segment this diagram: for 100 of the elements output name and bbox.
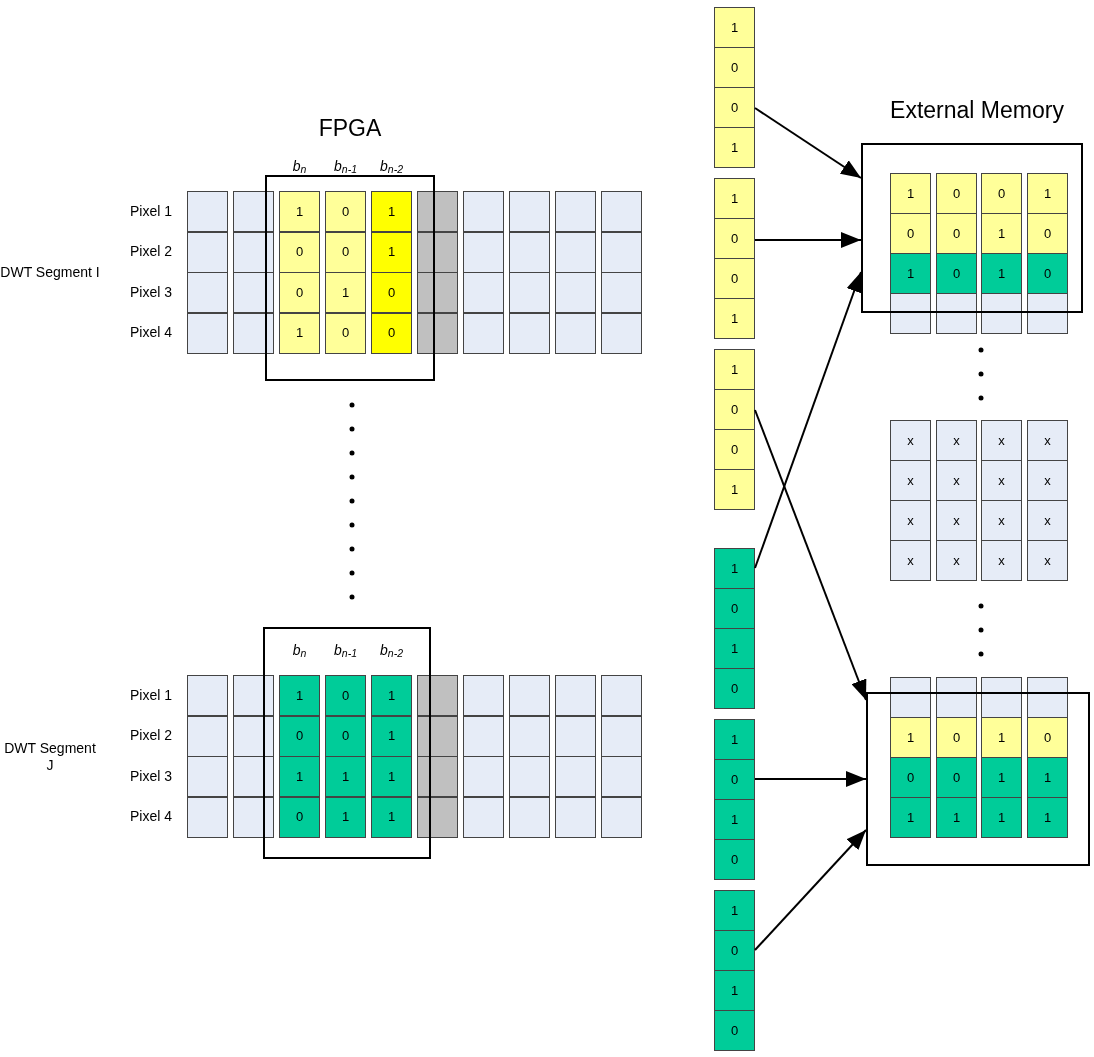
bit-cell: x bbox=[936, 540, 977, 581]
arrow bbox=[754, 107, 862, 179]
bit-cell: x bbox=[981, 540, 1022, 581]
bit-cell: 0 bbox=[279, 272, 320, 313]
bit-position-label: b$_{n}$ bbox=[291, 156, 308, 177]
bit-cell: 1 bbox=[890, 797, 931, 838]
bit-cell: 1 bbox=[981, 213, 1022, 254]
bit-cell: 0 bbox=[325, 715, 366, 757]
bit-cell: x bbox=[981, 460, 1022, 501]
bit-cell: 0 bbox=[371, 312, 412, 354]
bit-cell: 1 bbox=[1027, 797, 1068, 838]
bit-cell: 0 bbox=[715, 839, 754, 879]
bit-cell-text: 1 bbox=[729, 18, 740, 37]
bit-cell: 0 bbox=[981, 173, 1022, 214]
bit-cell: 1 bbox=[890, 253, 931, 294]
bit-cell: 1 bbox=[371, 715, 412, 757]
bit-cell: 1 bbox=[890, 173, 931, 214]
bit-position-label: b$_{n}$ bbox=[291, 640, 308, 661]
bit-cell-text: 1 bbox=[729, 559, 740, 578]
bit-cell: 1 bbox=[371, 756, 412, 797]
segment-label: DWT Segment I bbox=[0, 263, 100, 283]
memory-frame bbox=[866, 692, 1090, 866]
bit-cell-text: 1 bbox=[729, 901, 740, 920]
bit-cell: 0 bbox=[715, 429, 754, 469]
pixel-label: Pixel 4 bbox=[128, 807, 173, 826]
bit-cell: 1 bbox=[936, 797, 977, 838]
bit-cell: 0 bbox=[325, 312, 366, 354]
arrow bbox=[754, 771, 867, 787]
bit-stack bbox=[714, 719, 755, 880]
arrow bbox=[754, 271, 862, 569]
bit-position-label: b$_{n-2}$ bbox=[379, 640, 404, 661]
bit-cell: 1 bbox=[1027, 173, 1068, 214]
bit-cell: 0 bbox=[1027, 253, 1068, 294]
bit-cell: 1 bbox=[715, 298, 754, 338]
pixel-label: Pixel 2 bbox=[128, 242, 173, 261]
bit-cell: 0 bbox=[715, 588, 754, 628]
bit-cell: x bbox=[890, 540, 931, 581]
bit-cell: x bbox=[890, 500, 931, 541]
bit-stack bbox=[714, 548, 755, 709]
bit-cell: 0 bbox=[715, 87, 754, 127]
bit-cell: x bbox=[890, 460, 931, 501]
bit-position-label: b$_{n-2}$ bbox=[379, 156, 404, 177]
bit-cell: 0 bbox=[890, 213, 931, 254]
bit-cell: 1 bbox=[279, 191, 320, 232]
memory-frame bbox=[861, 143, 1083, 313]
bit-cell: x bbox=[1027, 420, 1068, 461]
bit-cell: 0 bbox=[715, 759, 754, 799]
bit-cell: 1 bbox=[371, 796, 412, 838]
bit-cell: 0 bbox=[715, 258, 754, 298]
bit-cell: 0 bbox=[936, 213, 977, 254]
arrow bbox=[754, 829, 867, 951]
bit-cell: 1 bbox=[715, 970, 754, 1010]
bit-cell: x bbox=[936, 500, 977, 541]
bit-cell: x bbox=[890, 420, 931, 461]
bit-cell: 1 bbox=[279, 756, 320, 797]
bit-cell: 1 bbox=[325, 272, 366, 313]
pixel-label: Pixel 1 bbox=[128, 201, 173, 221]
bit-cell: 1 bbox=[715, 469, 754, 509]
bit-cell: 0 bbox=[325, 231, 366, 273]
bit-cell: 0 bbox=[890, 757, 931, 798]
bit-cell: 0 bbox=[936, 253, 977, 294]
bit-stack bbox=[714, 890, 755, 1051]
bit-cell: 0 bbox=[715, 1010, 754, 1050]
bit-cell: 0 bbox=[279, 231, 320, 273]
bit-cell: 0 bbox=[936, 717, 977, 758]
bit-cell: x bbox=[981, 420, 1022, 461]
pixel-label: Pixel 3 bbox=[128, 282, 173, 302]
bit-cell: 0 bbox=[371, 272, 412, 313]
bit-cell: 1 bbox=[981, 717, 1022, 758]
bit-cell: 1 bbox=[981, 253, 1022, 294]
bit-cell: 0 bbox=[325, 675, 366, 716]
bit-cell: 1 bbox=[1027, 757, 1068, 798]
bit-cell: 0 bbox=[715, 218, 754, 258]
bit-cell: 1 bbox=[890, 717, 931, 758]
heading: FPGA bbox=[317, 113, 383, 143]
bit-cell: 1 bbox=[715, 127, 754, 167]
segment-label: DWT Segment J bbox=[3, 738, 97, 775]
bit-cell: x bbox=[936, 460, 977, 501]
bit-cell: 1 bbox=[279, 312, 320, 354]
bit-cell: 0 bbox=[325, 191, 366, 232]
bit-cell: 1 bbox=[279, 675, 320, 716]
bit-cell: 1 bbox=[325, 756, 366, 797]
bit-position-label: b$_{n-1}$ bbox=[333, 156, 358, 177]
bit-stack bbox=[714, 349, 755, 510]
bit-cell: x bbox=[1027, 540, 1068, 581]
pixel-label: Pixel 1 bbox=[128, 685, 173, 705]
bit-cell: x bbox=[1027, 460, 1068, 501]
bit-cell: 0 bbox=[715, 389, 754, 429]
pixel-label: Pixel 4 bbox=[128, 323, 173, 342]
bit-cell: 0 bbox=[279, 715, 320, 757]
bit-cell-text: 1 bbox=[729, 730, 740, 749]
bit-cell: 0 bbox=[715, 930, 754, 970]
bit-cell: 0 bbox=[936, 173, 977, 214]
bit-cell-text: 1 bbox=[729, 360, 740, 379]
bit-cell: x bbox=[936, 420, 977, 461]
bit-cell: 1 bbox=[715, 628, 754, 668]
pixel-label: Pixel 2 bbox=[128, 726, 173, 745]
bit-position-label: b$_{n-1}$ bbox=[333, 640, 358, 661]
bit-cell: 0 bbox=[715, 668, 754, 708]
bit-cell: 1 bbox=[715, 799, 754, 839]
